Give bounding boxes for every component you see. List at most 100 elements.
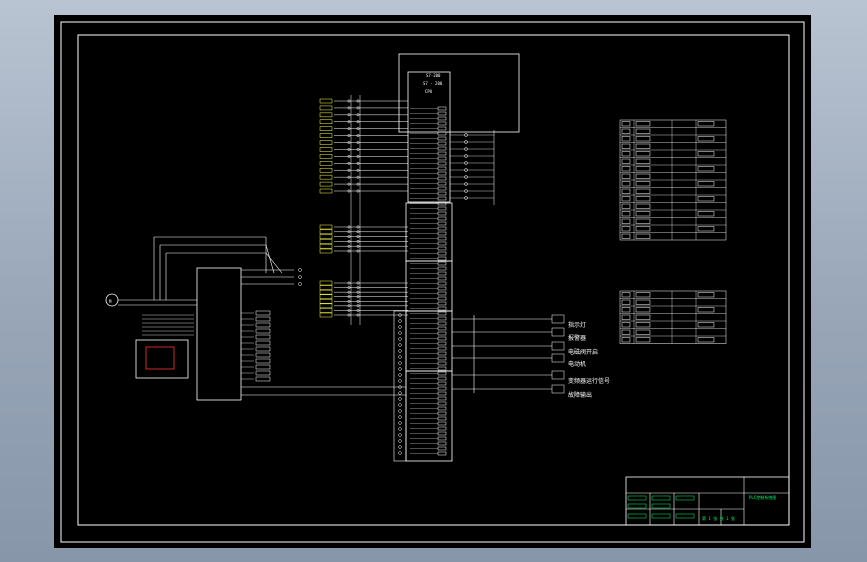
input-terminal xyxy=(347,141,351,144)
plc-model-text: S7 - 200 xyxy=(423,81,443,86)
input-label-box xyxy=(319,312,333,318)
input-label-box xyxy=(319,133,333,138)
input-terminal xyxy=(356,175,360,179)
table-cell-text xyxy=(621,143,631,149)
input-label-box xyxy=(319,98,333,104)
table-cell-text xyxy=(621,203,631,209)
plc-terminal xyxy=(437,421,447,426)
expansion-terminal xyxy=(398,421,402,425)
table-cell-text xyxy=(621,136,631,142)
vfd-terminal-label xyxy=(255,322,271,328)
plc-terminal xyxy=(437,151,447,156)
input-terminal xyxy=(356,235,360,239)
table-cell-text xyxy=(621,314,631,320)
table-cell-text xyxy=(621,158,631,164)
plc-terminal xyxy=(437,416,447,421)
plc-terminal xyxy=(437,206,447,211)
plc-terminal xyxy=(437,256,447,261)
input-terminal xyxy=(356,308,360,312)
vfd-terminal-label xyxy=(255,340,271,346)
table-cell-text xyxy=(621,233,631,239)
input-terminal xyxy=(356,168,360,172)
breaker-contact xyxy=(298,282,302,286)
plc-terminal xyxy=(437,126,447,131)
plc-terminal xyxy=(437,236,447,241)
plc-terminal xyxy=(437,296,447,301)
plc-expansion-left xyxy=(393,310,407,462)
plc-terminal xyxy=(437,271,447,276)
input-terminal xyxy=(347,290,351,294)
input-terminal xyxy=(347,134,351,138)
input-terminal xyxy=(356,225,360,229)
expansion-terminal xyxy=(398,439,402,443)
input-terminal xyxy=(347,244,351,248)
input-terminal xyxy=(347,182,351,186)
table-cell-text xyxy=(621,188,631,194)
plc-terminal xyxy=(437,301,447,306)
plc-terminal xyxy=(437,286,447,291)
expansion-terminal xyxy=(398,445,402,449)
vfd-terminal-label xyxy=(255,358,271,364)
plc-terminal xyxy=(437,161,447,166)
table-cell-text xyxy=(635,143,651,149)
table-cell-text xyxy=(635,203,651,209)
plc-terminal xyxy=(437,381,447,386)
input-label-box xyxy=(319,229,333,235)
input-terminal xyxy=(347,299,351,303)
relay-contact xyxy=(464,196,468,200)
input-terminal xyxy=(347,286,351,290)
table-cell-text xyxy=(697,196,715,202)
plc-terminal xyxy=(437,366,447,371)
plc-terminal xyxy=(437,166,447,171)
plc-terminal xyxy=(437,426,447,431)
vfd-terminal-label xyxy=(255,310,271,316)
input-terminal xyxy=(347,308,351,312)
relay-contact xyxy=(464,154,468,158)
input-terminal xyxy=(356,239,360,243)
input-terminal xyxy=(356,148,360,151)
plc-terminal xyxy=(437,371,447,376)
plc-terminal xyxy=(437,191,447,196)
plc-terminal-strip xyxy=(398,106,447,456)
title-block-cell xyxy=(627,503,647,509)
title-block-cell xyxy=(675,495,695,501)
plc-terminal xyxy=(437,181,447,186)
input-label-box xyxy=(319,181,333,187)
table-cell-text xyxy=(697,211,715,217)
relay-contact xyxy=(464,175,468,179)
plc-cpu-text: CPU xyxy=(425,89,433,94)
expansion-terminal xyxy=(398,337,402,341)
plc-input-wires xyxy=(319,95,408,325)
table-cell-text xyxy=(635,329,651,335)
input-label-box xyxy=(319,308,333,313)
motor-symbol xyxy=(105,293,119,307)
input-terminal xyxy=(356,154,360,158)
table-cell-text xyxy=(635,299,651,305)
table-cell-text xyxy=(635,337,651,343)
table-cell-text xyxy=(635,173,651,179)
plc-terminal xyxy=(437,196,447,201)
table-cell-text xyxy=(621,166,631,172)
title-block-title: PLC控制系统图 xyxy=(749,494,776,500)
plc-terminal xyxy=(437,376,447,381)
input-terminal xyxy=(347,168,351,172)
cad-drawing-viewport[interactable]: S7-200 S7 - 200 CPU M 指示灯 报警器 电磁阀开启 电动机 xyxy=(54,15,811,548)
expansion-terminal xyxy=(398,433,402,437)
input-terminal xyxy=(347,161,351,165)
expansion-terminal xyxy=(398,427,402,431)
output-load-box xyxy=(551,341,565,351)
inner-frame xyxy=(77,34,790,526)
input-terminal xyxy=(356,304,360,308)
table-cell-text xyxy=(621,173,631,179)
vfd-terminal-label xyxy=(255,316,271,322)
expansion-terminal xyxy=(398,409,402,413)
expansion-terminal xyxy=(398,451,402,455)
expansion-terminal xyxy=(398,391,402,395)
schematic-drawing: S7-200 S7 - 200 CPU M 指示灯 报警器 电磁阀开启 电动机 xyxy=(60,21,805,543)
table-cell-text xyxy=(635,158,651,164)
relay-contact xyxy=(464,168,468,172)
relay-coil xyxy=(145,346,175,370)
relay-contact xyxy=(464,161,468,165)
input-terminal xyxy=(356,161,360,165)
table-cell-text xyxy=(697,166,715,172)
